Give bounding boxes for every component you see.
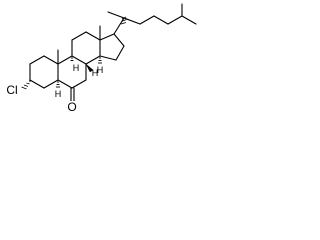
ring-b: [57, 55, 87, 89]
chloro-group: Cl: [3, 80, 31, 97]
bond-c4-c5: [43, 79, 59, 89]
side-chain: [107, 3, 197, 35]
bond-c17-c13: [99, 33, 115, 41]
bond-c14-c15: [99, 55, 117, 61]
chlorine-label: Cl: [6, 83, 17, 97]
bond-c8-c9: [71, 55, 87, 65]
oxygen-label: O: [67, 100, 76, 114]
chemical-structure: O Cl H H H H: [3, 3, 197, 114]
bond-c3-c4: [29, 79, 45, 89]
bond-c1-c2: [29, 55, 45, 65]
ketone-group: O: [67, 87, 77, 114]
bond-c5-c6: [57, 79, 73, 89]
bond-c20-c22: [123, 17, 141, 25]
bond-c25-c26: [181, 15, 197, 25]
bond-c23-c24: [153, 15, 169, 25]
hydrogen-c14-label: H: [97, 65, 104, 75]
bond-c22-c23: [139, 15, 155, 25]
stereo-h-c8: H: [85, 63, 99, 78]
hydrogen-c5-label: H: [55, 89, 62, 99]
bond-c6-c7: [71, 79, 87, 89]
stereo-hash-c3-cl: [21, 80, 31, 90]
hydrogen-c9-label: H: [73, 63, 80, 73]
bond-c16-c17: [113, 33, 125, 47]
bond-c17-c20: [113, 17, 125, 35]
ring-c: [71, 31, 101, 65]
stereo-h-c14: H: [97, 57, 104, 75]
bond-c24-c25: [167, 15, 183, 25]
bond-c10-c1: [43, 55, 59, 65]
stereo-hash-c20: [120, 16, 127, 25]
bond-c15-c16: [115, 45, 125, 61]
wedge-c8-h: [85, 63, 94, 73]
stereo-h-c9: H: [70, 57, 80, 73]
ring-d: [99, 33, 125, 61]
bond-c12-c13: [85, 31, 101, 41]
bond-c9-c10: [57, 55, 73, 65]
bond-c11-c12: [71, 31, 87, 41]
ring-a: [29, 55, 59, 89]
bond-c20-c21-methyl: [107, 11, 125, 19]
stereo-h-c5: H: [55, 81, 62, 99]
bond-c14-c8: [85, 55, 101, 65]
hydrogen-c8-label: H: [92, 68, 99, 78]
